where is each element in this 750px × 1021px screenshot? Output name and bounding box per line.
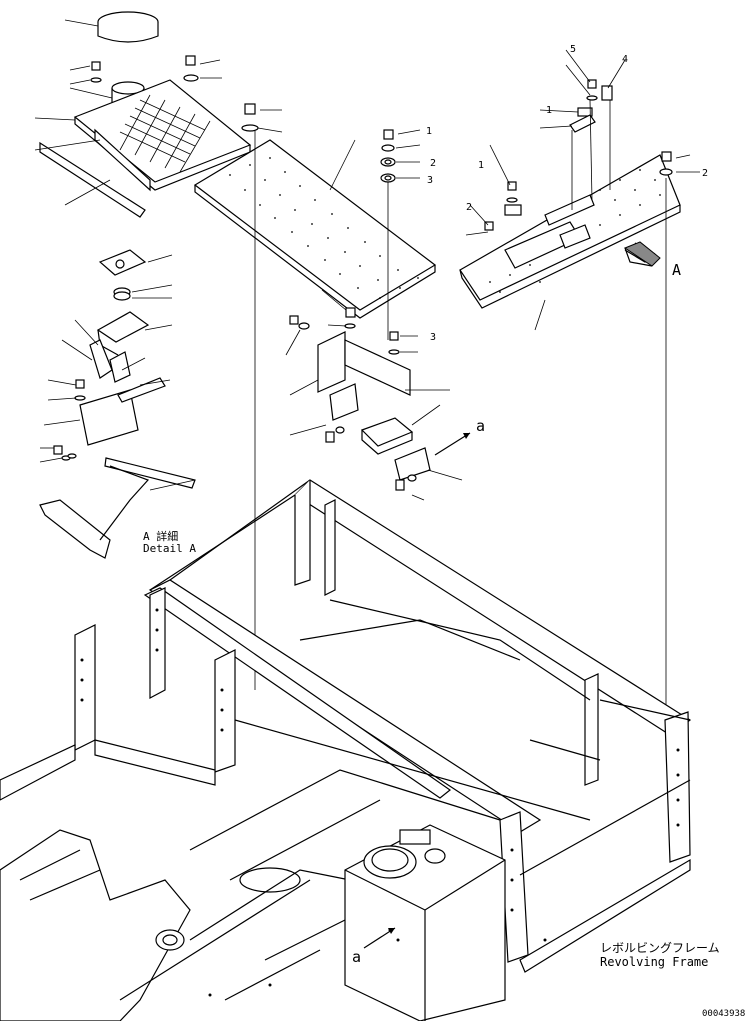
drawing-number: 00043938	[702, 1009, 745, 1019]
callout-number: 1	[478, 160, 484, 171]
callout-number: 1	[546, 105, 552, 116]
revolving-frame	[0, 479, 692, 1021]
arrow-a-upper-label: a	[476, 417, 485, 435]
arrow-a-lower	[363, 927, 396, 949]
frame-en-label: Revolving Frame	[600, 955, 708, 969]
frame-jp-label: レボルビングフレーム	[600, 941, 720, 955]
callout-number: 3	[430, 332, 436, 343]
view-arrow	[623, 241, 661, 267]
callout-number: 2	[430, 158, 436, 169]
arrow-a-lower-label: a	[352, 948, 361, 966]
control-panel-plate	[459, 154, 681, 309]
detail-a-assembly	[39, 249, 196, 559]
view-letter-label: A	[672, 261, 681, 279]
arrow-a-upper	[434, 432, 471, 456]
fasteners-upper-left	[34, 19, 283, 206]
fasteners-plate	[254, 129, 421, 690]
callout-number: 2	[466, 202, 472, 213]
callout-number: 5	[570, 44, 576, 55]
detail-a-jp-label: A 詳細	[143, 529, 178, 543]
detail-a-en-label: Detail A	[143, 542, 196, 555]
grille-cover-assembly	[39, 11, 252, 218]
callout-number: 4	[622, 54, 628, 65]
callout-number: 3	[427, 175, 433, 186]
center-brackets	[285, 289, 463, 501]
grille-slots	[119, 94, 211, 173]
perforated-plate	[193, 139, 437, 319]
callout-number: 1	[426, 126, 432, 137]
panel-fasteners	[465, 49, 700, 720]
callout-number: 2	[702, 168, 708, 179]
